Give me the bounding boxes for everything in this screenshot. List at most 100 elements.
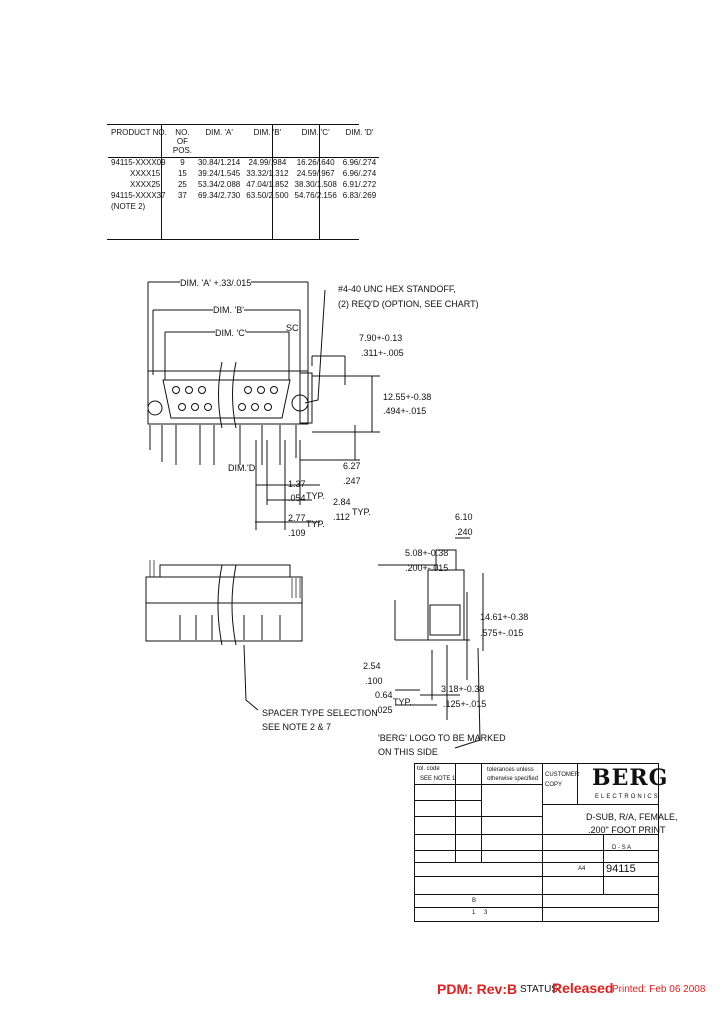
title-block [414, 763, 659, 922]
tolerances-label-2: otherwise specified [487, 776, 539, 782]
cell: 39.24/1.545 [197, 169, 241, 178]
product-table: PRODUCT NO. NO. OF POS. DIM. 'A' DIM. 'B… [108, 126, 380, 213]
typ-label: TYP. [393, 697, 412, 707]
table-row: XXXX25 25 53.34/2.088 47.04/1.852 38.30/… [108, 180, 379, 191]
front-view-shell [147, 370, 309, 425]
standoff-note-1: #4-40 UNC HEX STANDOFF, [338, 284, 456, 294]
dim-318: 3.18+-0.38 [441, 684, 485, 694]
cell: 94115-XXXX09 [111, 158, 166, 167]
dim-494: .494+-.015 [383, 406, 427, 416]
cell: 63.50/2.500 [246, 191, 289, 200]
logo-note-1: 'BERG' LOGO TO BE MARKED [378, 733, 506, 743]
cell: 53.34/2.088 [197, 180, 241, 189]
cell: 94115-XXXX37 [111, 191, 166, 200]
dim-109: .109 [288, 528, 306, 538]
break-line [218, 361, 237, 429]
cell: 16.26/.640 [296, 158, 335, 167]
dim-064: 0.64 [375, 690, 393, 700]
logo-note-2: ON THIS SIDE [378, 747, 438, 757]
dim-240: .240 [455, 527, 473, 537]
cell: 47.04/1.852 [246, 180, 289, 189]
col-product-no: PRODUCT NO. [108, 126, 170, 158]
sheet-number: 1 [472, 910, 476, 916]
cell: 9 [180, 158, 185, 167]
col-dim-c: DIM. 'C' [291, 126, 340, 158]
dim-054: .054 [288, 493, 306, 503]
cell: 6.96/.274 [342, 169, 377, 178]
cell: 15 [177, 169, 187, 178]
dim-508: 5.08+-0.38 [405, 548, 449, 558]
dim-b-label: DIM. 'B' [213, 305, 244, 315]
cell: XXXX25 [130, 180, 161, 189]
cell: 6.83/.269 [342, 191, 377, 200]
col-dim-a: DIM. 'A' [194, 126, 244, 158]
cell: 38.30/1.508 [294, 180, 337, 189]
dim-575: .575+-.015 [480, 628, 524, 638]
typ-label: TYP. [352, 507, 371, 517]
dim-1461: 14.61+-0.38 [480, 612, 529, 622]
cell: (NOTE 2) [111, 202, 146, 211]
dim-311: .311+-.005 [361, 348, 404, 358]
customer-copy-label: COPY [545, 782, 563, 788]
dim-d-label: DIM.'D' [228, 463, 257, 473]
col-no-of-pos: NO. OF POS. [169, 126, 195, 158]
status-value: Released [552, 980, 614, 996]
dim-a-label: DIM. 'A' +.33/.015 [180, 278, 252, 288]
drawing-title-2: .200" FOOT PRINT [588, 825, 666, 835]
side-view-body [145, 576, 303, 642]
product-table-frame [107, 124, 359, 240]
dim-1255: 12.55+-0.38 [383, 392, 432, 402]
cell: 24.59/.967 [296, 169, 335, 178]
contact-holes [172, 386, 278, 411]
cell: 33.32/1.312 [246, 169, 289, 178]
spacer-note-2: SEE NOTE 2 & 7 [262, 722, 332, 732]
table-row: 94115-XXXX09 9 30.84/1.214 24.99/.984 16… [108, 158, 379, 170]
dim-100: .100 [365, 676, 383, 686]
tol-code-label: tol. code [417, 766, 440, 772]
dim-c-label: DIM. 'C' [215, 328, 247, 338]
berg-logo-sub: ELECTRONICS [595, 794, 660, 800]
dim-254: 2.54 [363, 661, 381, 671]
dim-247: .247 [343, 476, 361, 486]
sheet-of: 3 [484, 910, 488, 916]
standoff-note-2: (2) REQ'D (OPTION, SEE CHART) [338, 299, 479, 309]
dim-610: 6.10 [455, 512, 473, 522]
sc-label: SC [286, 323, 299, 333]
dim-284: 2.84 [333, 497, 351, 507]
typ-label: TYP. [306, 491, 325, 501]
tolerances-label: tolerances unless [487, 767, 534, 773]
product-family: D - S A [612, 845, 632, 851]
cell: 24.99/.984 [248, 158, 287, 167]
col-dim-b: DIM. 'B' [243, 126, 292, 158]
cell: 37 [177, 191, 187, 200]
dim-277: 2.77 [288, 513, 306, 523]
dim-790: 7.90+-0.13 [359, 333, 403, 343]
printed-date: Printed: Feb 06 2008 [612, 984, 706, 995]
dim-200: .200+-.015 [405, 563, 449, 573]
drawing-number: 94115 [606, 863, 636, 875]
cell: 54.76/2.156 [294, 191, 337, 200]
cell: XXXX15 [130, 169, 161, 178]
rev-column: B [472, 898, 477, 904]
sheet-size: A4 [578, 866, 586, 872]
table-header-row: PRODUCT NO. NO. OF POS. DIM. 'A' DIM. 'B… [108, 126, 380, 158]
cell: 6.91/.272 [342, 180, 377, 189]
berg-logo: BERG [592, 765, 669, 791]
dim-125: .125+-.015 [443, 699, 487, 709]
table-row: (NOTE 2) [108, 202, 379, 213]
col-dim-d: DIM. 'D' [339, 126, 380, 158]
table-row: 94115-XXXX37 37 69.34/2.730 63.50/2.500 … [108, 191, 379, 202]
customer-label: CUSTOMER [545, 772, 580, 778]
cell: 69.34/2.730 [197, 191, 241, 200]
typ-label: TYP. [306, 519, 325, 529]
cell: 30.84/1.214 [197, 158, 241, 167]
dim-112: .112 [333, 512, 350, 522]
dim-627: 6.27 [343, 461, 361, 471]
pdm-revision: PDM: Rev:B [437, 981, 518, 997]
table-row: XXXX15 15 39.24/1.545 33.32/1.312 24.59/… [108, 169, 379, 180]
cell: 6.96/.274 [342, 158, 377, 167]
side-view-hatch [149, 560, 301, 598]
status-label: STATUS: [520, 984, 561, 995]
front-view-flange [299, 372, 313, 424]
